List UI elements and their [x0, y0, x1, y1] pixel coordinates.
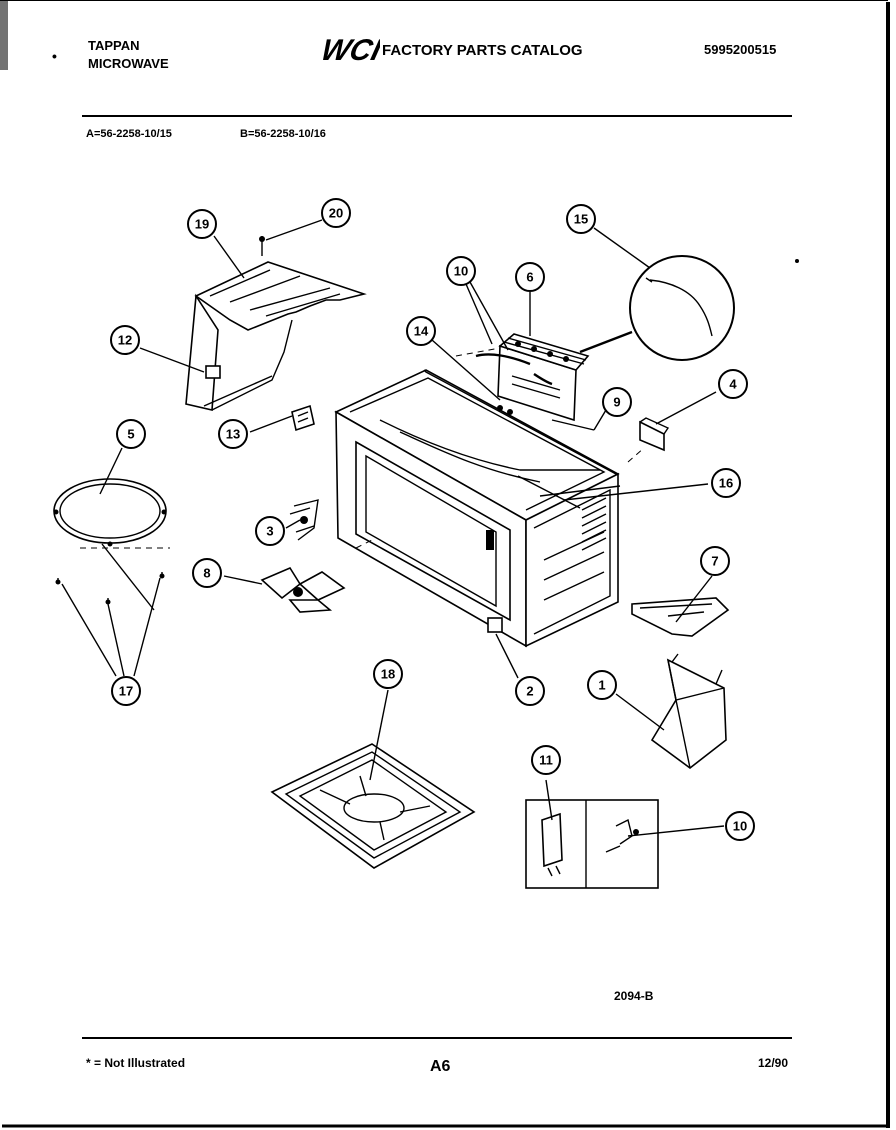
- product-type: MICROWAVE: [88, 56, 169, 71]
- bullet-dot: •: [52, 48, 57, 64]
- model-b: B=56-2258-10/16: [240, 128, 326, 140]
- figure-code: 2094-B: [614, 989, 654, 1003]
- brand-name: TAPPAN: [88, 38, 140, 53]
- catalog-number: 5995200515: [704, 42, 777, 57]
- footnote: * = Not Illustrated: [86, 1056, 186, 1070]
- catalog-title: FACTORY PARTS CATALOG: [382, 42, 583, 59]
- page-number: A6: [430, 1058, 451, 1075]
- wci-logo: WCI: [318, 34, 380, 64]
- model-a: A=56-2258-10/15: [86, 128, 172, 140]
- catalog-date: 12/90: [758, 1056, 789, 1070]
- logo-text: WCI: [318, 34, 380, 64]
